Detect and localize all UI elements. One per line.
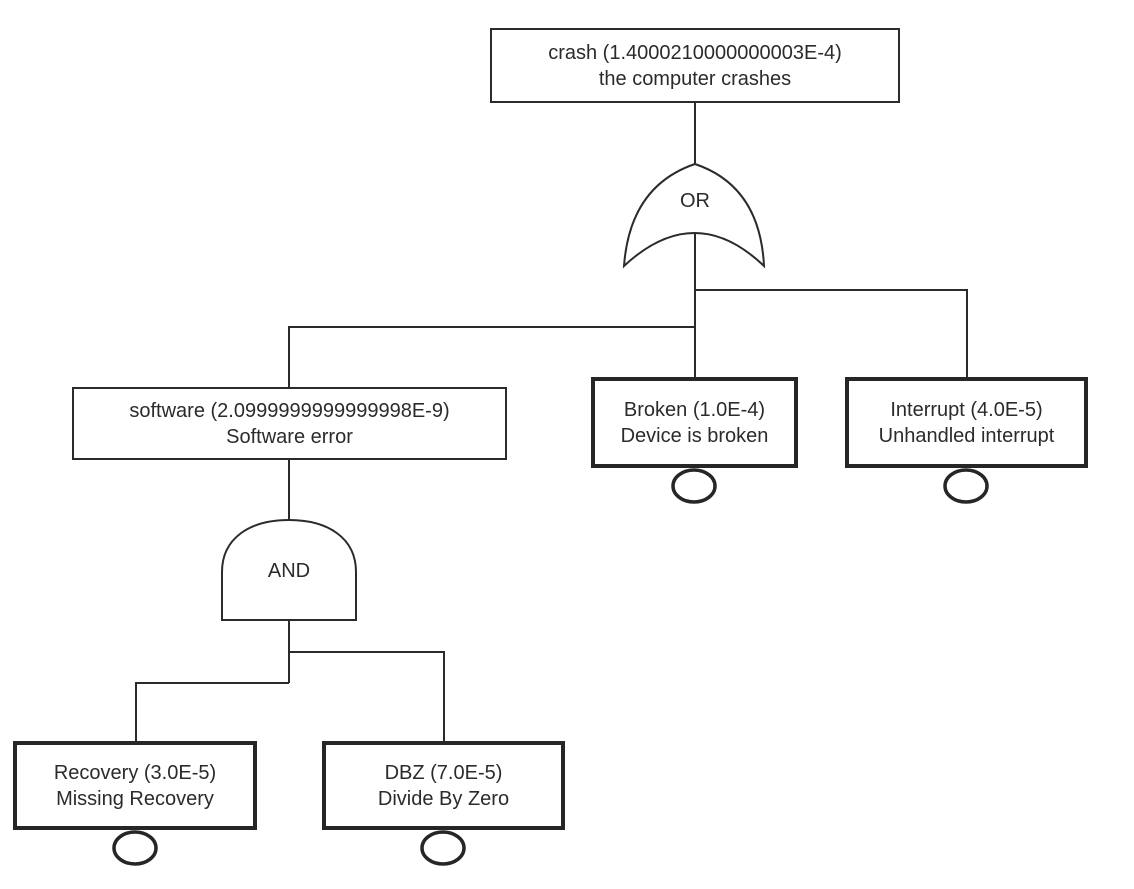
event-description: Missing Recovery bbox=[56, 787, 214, 810]
event-box-broken[interactable]: Broken (1.0E-4) Device is broken bbox=[591, 377, 798, 468]
connector-and-to-recovery bbox=[135, 682, 289, 741]
event-box-interrupt[interactable]: Interrupt (4.0E-5) Unhandled interrupt bbox=[845, 377, 1088, 468]
event-box-dbz[interactable]: DBZ (7.0E-5) Divide By Zero bbox=[322, 741, 565, 830]
connector-and-to-dbz bbox=[289, 651, 445, 741]
connector-or-to-interrupt bbox=[695, 289, 968, 377]
event-label: crash (1.4000210000000003E-4) bbox=[548, 41, 842, 64]
event-label: software (2.0999999999999998E-9) bbox=[129, 399, 450, 422]
event-label: Interrupt (4.0E-5) bbox=[890, 398, 1043, 421]
event-box-crash[interactable]: crash (1.4000210000000003E-4) the comput… bbox=[490, 28, 900, 103]
event-description: Device is broken bbox=[620, 424, 769, 447]
event-label: DBZ (7.0E-5) bbox=[384, 761, 503, 784]
basic-event-circle-interrupt bbox=[943, 468, 989, 504]
event-box-recovery[interactable]: Recovery (3.0E-5) Missing Recovery bbox=[13, 741, 257, 830]
basic-event-circle-dbz bbox=[420, 830, 466, 866]
event-box-software[interactable]: software (2.0999999999999998E-9) Softwar… bbox=[72, 387, 507, 460]
event-label: Broken (1.0E-4) bbox=[623, 398, 766, 421]
or-gate-label: OR bbox=[680, 190, 710, 212]
basic-event-circle-broken bbox=[671, 468, 717, 504]
basic-event-circle-recovery bbox=[112, 830, 158, 866]
event-label: Recovery (3.0E-5) bbox=[53, 761, 217, 784]
and-gate-label: AND bbox=[267, 560, 311, 582]
event-description: Divide By Zero bbox=[377, 787, 510, 810]
event-description: Unhandled interrupt bbox=[878, 424, 1055, 447]
event-description: Software error bbox=[226, 425, 353, 448]
or-gate-icon[interactable] bbox=[622, 162, 766, 269]
event-description: the computer crashes bbox=[598, 67, 792, 90]
connector-or-to-software bbox=[288, 326, 695, 387]
and-gate-icon[interactable] bbox=[221, 518, 357, 621]
